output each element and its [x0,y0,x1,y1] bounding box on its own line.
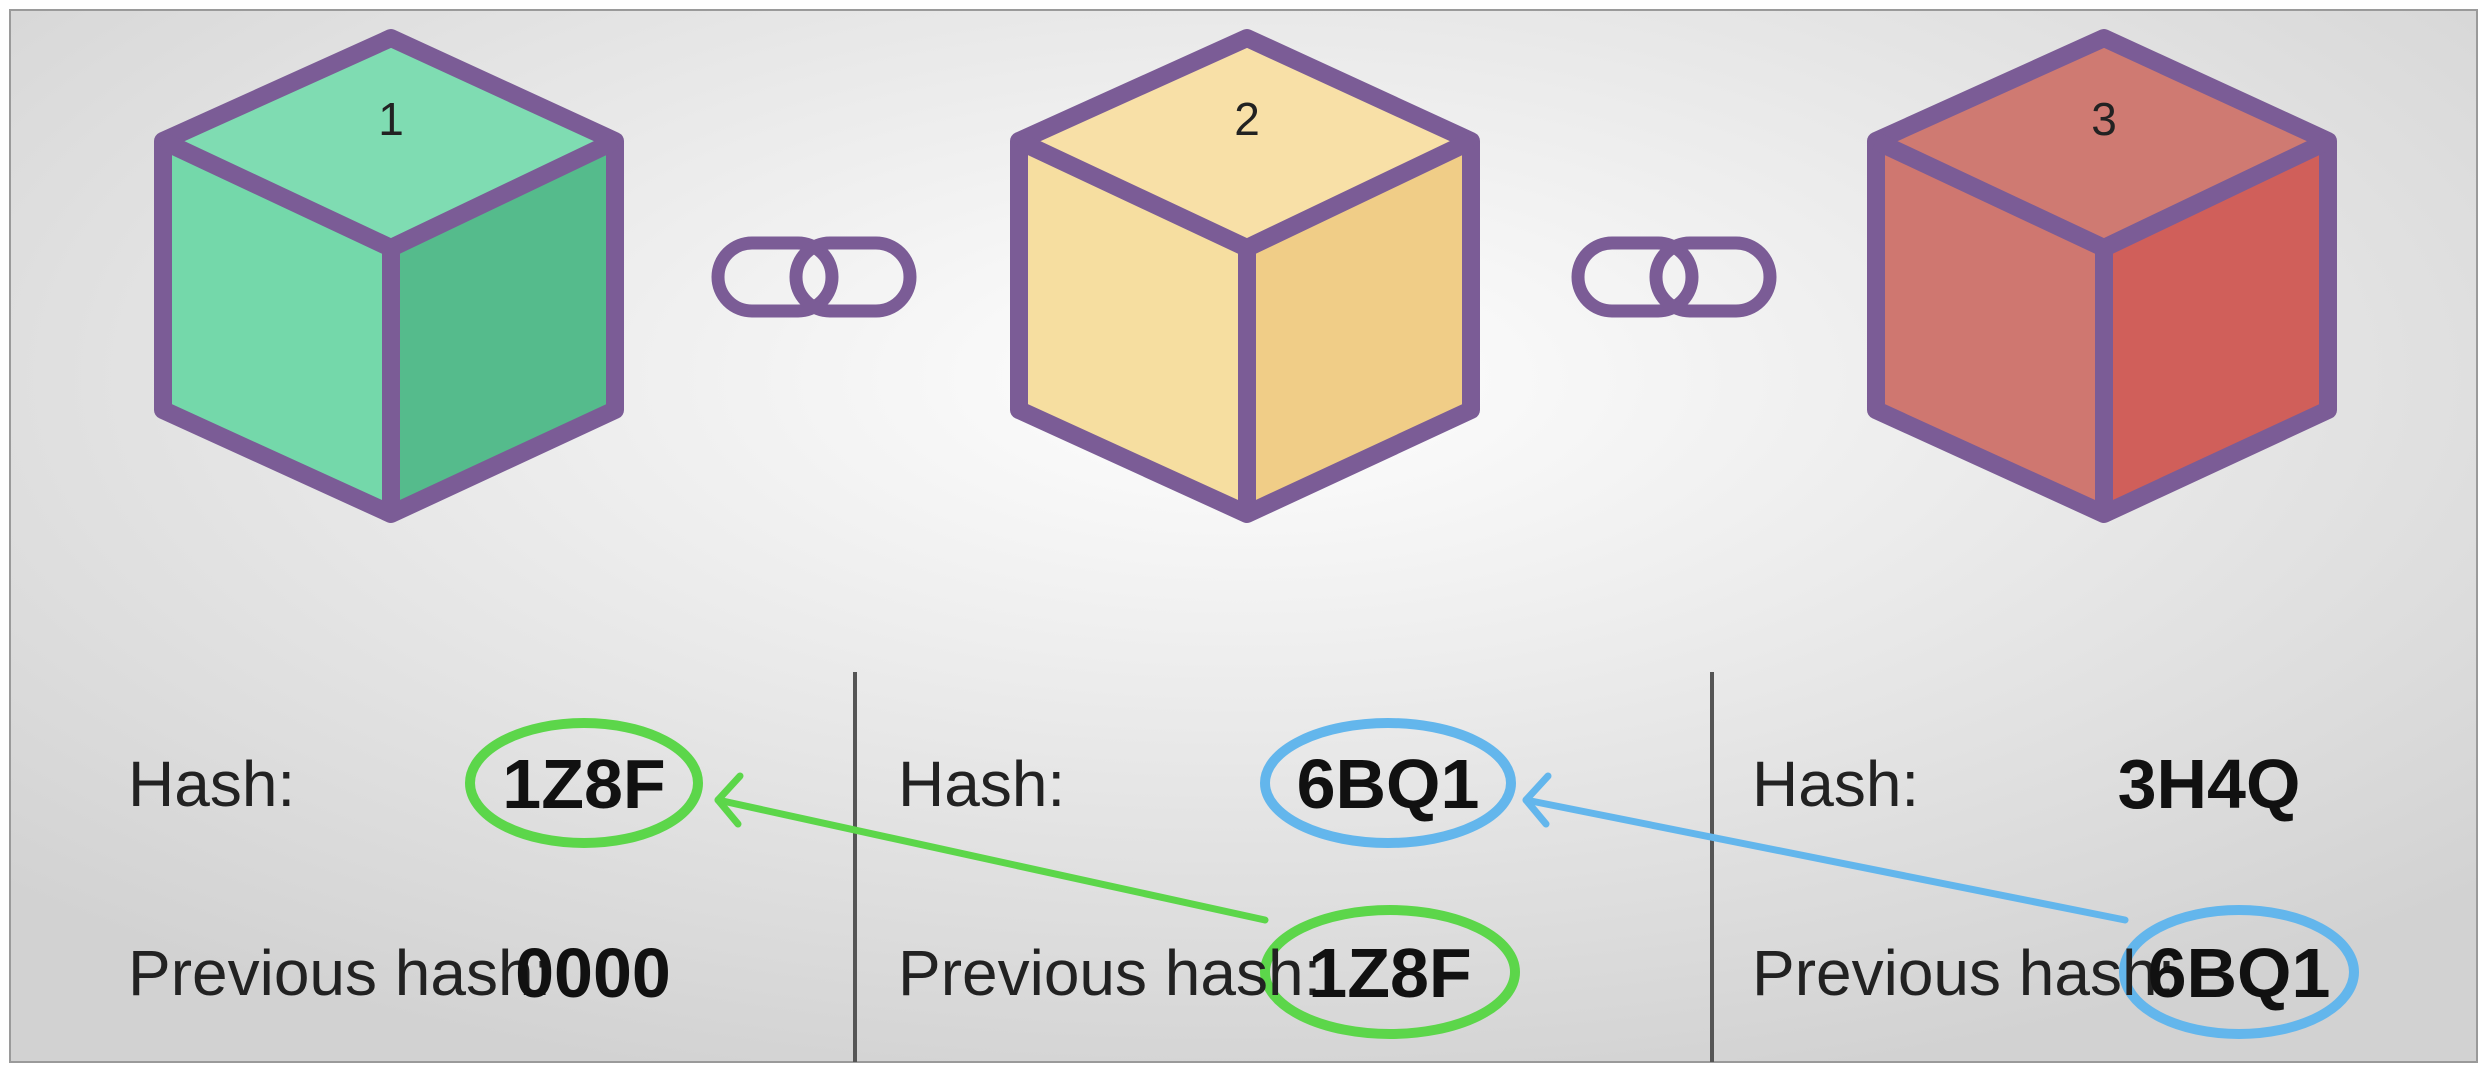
arrow-prev-to-hash-green [714,772,1269,924]
cube-right-face [2104,141,2328,514]
block-number: 3 [2091,93,2117,145]
cube-right-face [391,141,615,514]
cube-left-face [1019,141,1247,514]
previous-hash-label: Previous hash: [1752,937,2175,1009]
block-number: 2 [1234,93,1260,145]
cube-right-face [1247,141,1471,514]
cube-outline [1867,29,2337,523]
hash-label: Hash: [128,748,295,820]
cube-outline [1010,29,1480,523]
block-cube-2: 2 [1010,29,1480,523]
cube-edges [1015,132,1475,514]
cube-outline [154,29,624,523]
previous-hash-label: Previous hash: [128,937,551,1009]
hash-value: 1Z8F [502,745,665,823]
arrow-prev-to-hash-blue [1522,772,2129,924]
chain-link-icon [1571,236,1777,318]
highlight-ellipse-blue [1260,718,1516,848]
block-cube-3: 3 [1867,29,2337,523]
block-number: 1 [378,93,404,145]
block-cube-1: 1 [154,29,624,523]
cube-left-face [163,141,391,514]
chain-link-icon [711,236,917,318]
highlight-ellipse-green [1260,905,1520,1039]
cube-edges [159,132,619,514]
cube-left-face [1876,141,2104,514]
hash-value: 3H4Q [2118,745,2301,823]
previous-hash-label: Previous hash: [898,937,1321,1009]
previous-hash-value: 6BQ1 [2148,934,2331,1012]
previous-hash-value: 1Z8F [1308,934,1471,1012]
hash-label: Hash: [1752,748,1919,820]
cube-edges [1872,132,2332,514]
highlight-ellipse-green [465,718,703,848]
previous-hash-value: 0000 [515,934,671,1012]
highlight-ellipse-blue [2119,905,2359,1039]
hash-value: 6BQ1 [1297,745,1480,823]
hash-label: Hash: [898,748,1065,820]
